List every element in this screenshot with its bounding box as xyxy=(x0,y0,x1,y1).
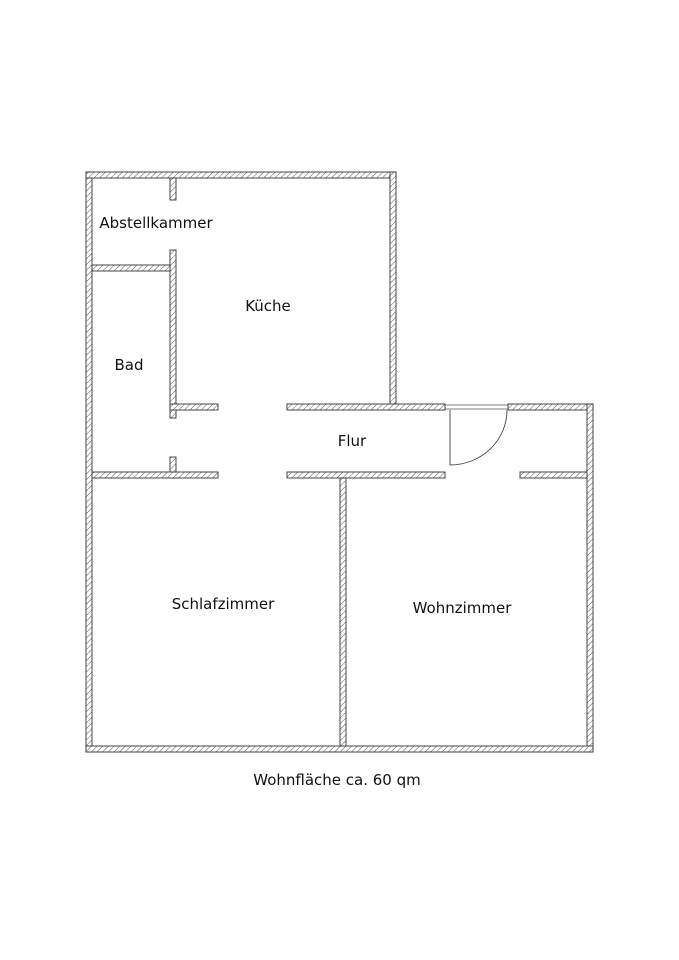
outer-wall-right xyxy=(586,403,594,753)
room-label-abstellkammer: Abstellkammer xyxy=(99,214,213,232)
room-label-wohnzimmer: Wohnzimmer xyxy=(412,599,512,617)
door-swing-arc xyxy=(449,409,508,466)
outer-wall-top xyxy=(85,171,397,179)
room-label-flur: Flur xyxy=(337,432,367,450)
living-wall-stub xyxy=(519,471,588,479)
flur-wall-top-left xyxy=(286,403,446,411)
room-label-bad: Bad xyxy=(114,356,144,374)
storage-wall-stub xyxy=(169,177,177,201)
area-caption: Wohnfläche ca. 60 qm xyxy=(253,771,421,789)
room-label-kueche: Küche xyxy=(245,297,291,315)
flur-wall-top-stub xyxy=(169,403,219,411)
flur-wall-top-right xyxy=(507,403,594,411)
bedroom-living-wall xyxy=(339,477,347,747)
kitchen-wall-right xyxy=(389,171,397,411)
entrance-door xyxy=(445,404,508,466)
bath-kitchen-wall xyxy=(169,249,177,419)
room-label-schlafzimmer: Schlafzimmer xyxy=(171,595,275,613)
flur-wall-bottom xyxy=(286,471,446,479)
bath-bedroom-wall xyxy=(91,471,219,479)
storage-bath-wall xyxy=(91,264,171,272)
outer-wall-bottom xyxy=(85,745,594,753)
outer-wall-left xyxy=(85,171,93,753)
